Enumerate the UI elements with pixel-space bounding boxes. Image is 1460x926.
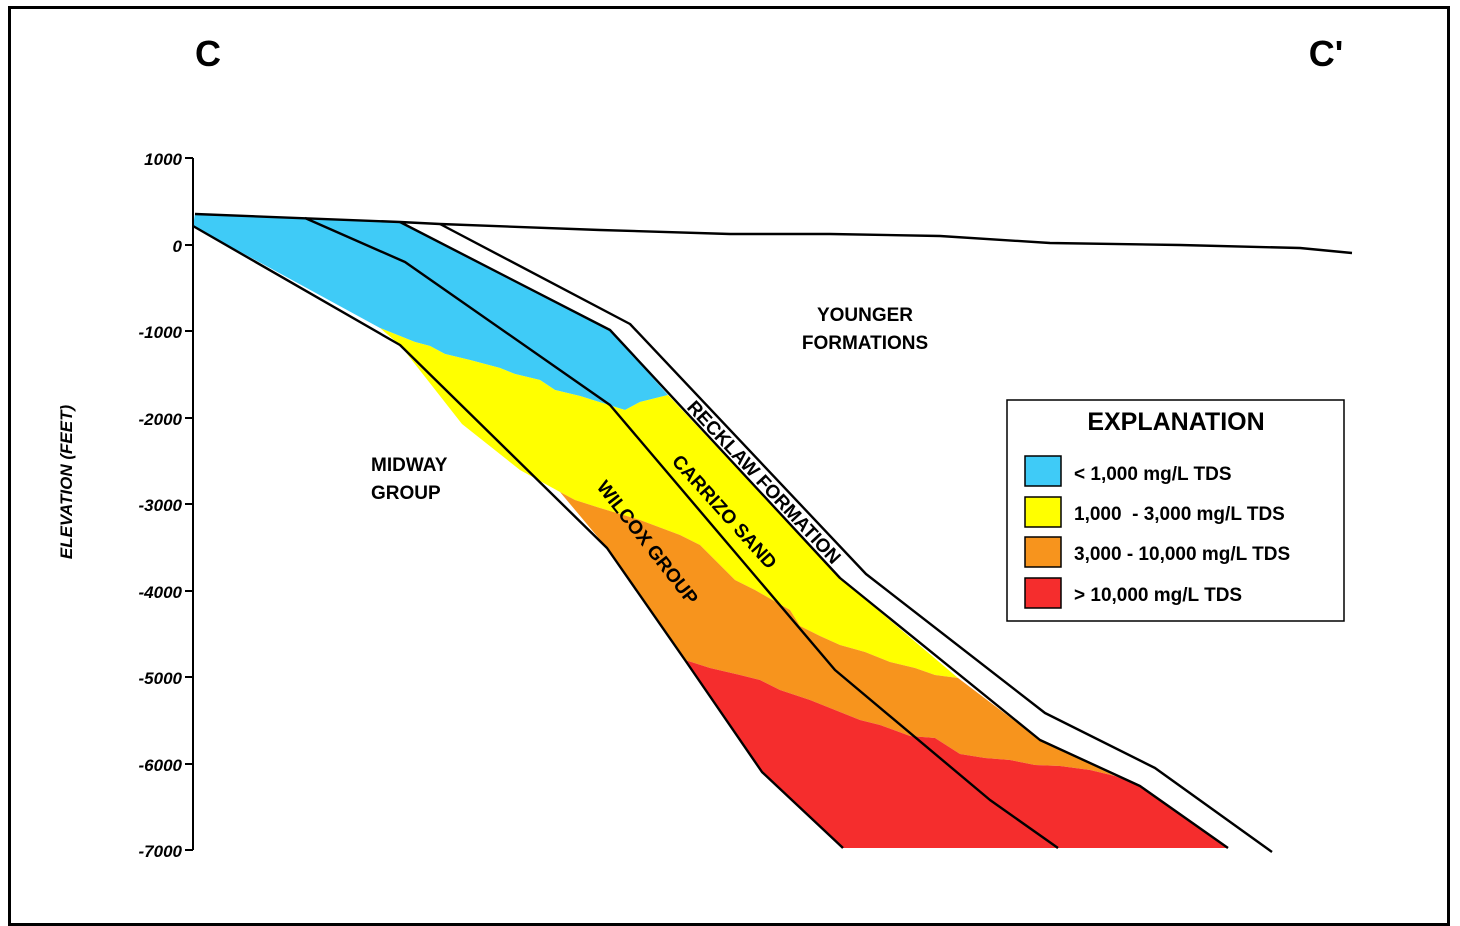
midway-group-label-line2: GROUP: [371, 483, 441, 504]
axis-tick-label: -7000: [139, 842, 183, 861]
axis-tick-label: -3000: [139, 496, 183, 515]
axis-tick-marks: [185, 157, 193, 851]
section-end-label: C': [1309, 33, 1344, 74]
legend-title: EXPLANATION: [1087, 408, 1264, 436]
elevation-axis-title: ELEVATION (FEET): [57, 405, 76, 560]
base-wilcox-line: [192, 224, 844, 849]
moderately-saline-zone-fill: [560, 492, 1115, 776]
legend-item-label: 3,000 - 10,000 mg/L TDS: [1074, 544, 1290, 565]
fresh-zone-fill: [193, 214, 668, 410]
younger-formations-label-line1: YOUNGER: [817, 305, 913, 326]
legend-swatch: [1024, 577, 1062, 609]
axis-tick-label: 1000: [144, 150, 182, 169]
base-recklaw-line: [399, 220, 1229, 849]
axis-tick-label: -1000: [139, 323, 183, 342]
salinity-fills: [193, 214, 1228, 848]
legend-item-label: < 1,000 mg/L TDS: [1074, 464, 1232, 485]
axis-tick-label: -4000: [139, 583, 183, 602]
land-surface-line: [194, 212, 1353, 255]
section-start-label: C: [195, 33, 221, 74]
slightly-saline-zone-fill: [380, 328, 958, 678]
legend-swatch: [1024, 455, 1062, 487]
elevation-axis: 1000 0 -1000 -2000 -3000 -4000 -5000 -60…: [57, 150, 194, 861]
axis-tick-label: -6000: [139, 756, 183, 775]
legend: EXPLANATION < 1,000 mg/L TDS 1,000 - 3,0…: [1006, 399, 1345, 622]
legend-item-label: > 10,000 mg/L TDS: [1074, 585, 1242, 606]
very-saline-zone-fill: [685, 660, 1228, 848]
base-carrizo-line: [304, 216, 1059, 849]
legend-box: [1006, 399, 1345, 622]
midway-group-label-line1: MIDWAY: [371, 455, 448, 476]
legend-swatch: [1024, 536, 1062, 568]
legend-item-label: 1,000 - 3,000 mg/L TDS: [1074, 504, 1285, 525]
axis-tick-label: -2000: [139, 410, 183, 429]
formation-contacts: [192, 212, 1353, 853]
younger-formations-label-line2: FORMATIONS: [802, 333, 928, 354]
axis-tick-label: 0: [173, 237, 183, 256]
axis-tick-labels: 1000 0 -1000 -2000 -3000 -4000 -5000 -60…: [139, 150, 183, 861]
top-recklaw-line: [439, 222, 1273, 853]
legend-swatch: [1024, 496, 1062, 528]
axis-tick-label: -5000: [139, 669, 183, 688]
